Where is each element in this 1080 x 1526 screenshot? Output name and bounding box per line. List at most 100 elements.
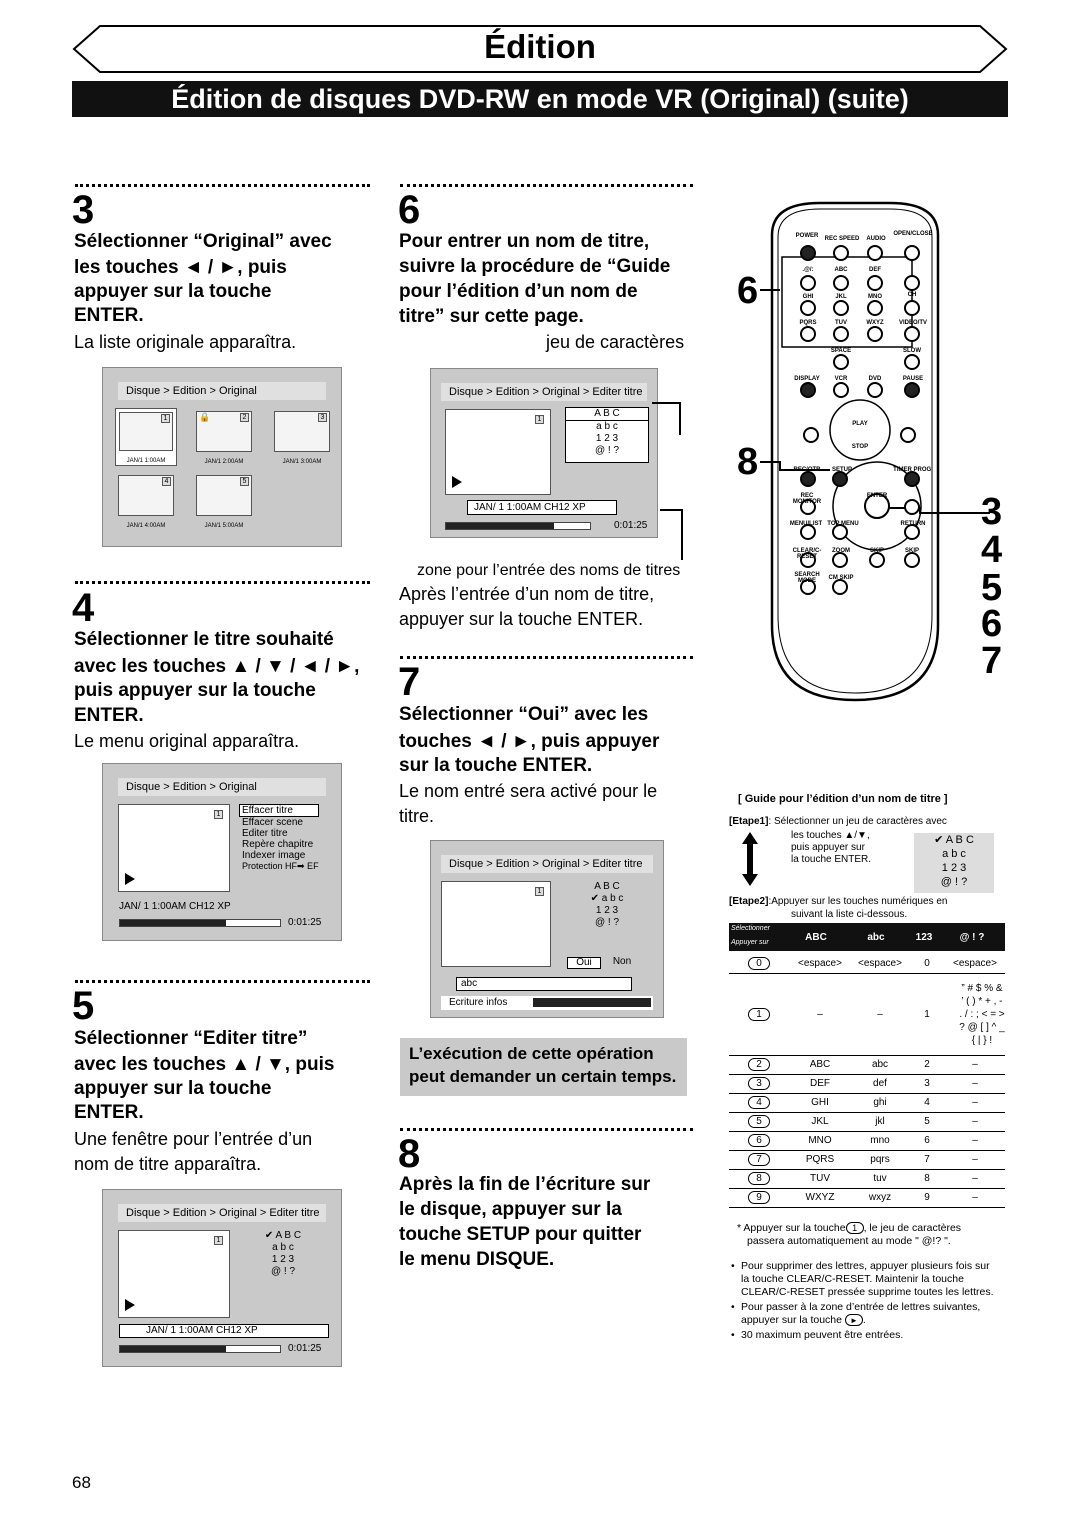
step-heading: pour l’édition d’un nom de — [399, 281, 638, 302]
callout-number: 8 — [737, 441, 759, 483]
remote-label: GHI — [802, 294, 814, 300]
title-banner-shape — [72, 25, 1008, 73]
step-heading: Sélectionner “Editer titre” — [74, 1028, 308, 1049]
remote-label: PQRS — [799, 320, 817, 326]
osd-breadcrumb: Disque > Edition > Original — [118, 778, 326, 796]
step-heading: puis appuyer sur la touche — [74, 680, 316, 701]
step-heading: suivre la procédure de “Guide — [399, 256, 671, 277]
write-progress — [533, 998, 651, 1007]
check-icon: ✔ — [590, 893, 602, 904]
divider — [75, 980, 370, 983]
remote-label: SLOW — [903, 348, 921, 354]
remote-control — [760, 201, 990, 702]
step-heading: le menu DISQUE. — [399, 1249, 555, 1270]
remote-label: DISPLAY — [794, 376, 820, 382]
play-icon — [452, 476, 462, 488]
menu-item[interactable]: Editer titre — [242, 828, 288, 839]
step-number: 4 — [72, 586, 95, 630]
remote-label: RETURN — [900, 521, 926, 527]
original-menu: Effacer titre Effacer scene Editer titre… — [239, 804, 319, 872]
remote-label: REC SPEED — [824, 236, 860, 242]
section-title: Édition — [70, 22, 1010, 76]
guide-table-header: Sélectionner Appuyer sur ABC abc 123 @ !… — [729, 923, 1005, 951]
step-text: Le nom entré sera activé pour le — [399, 781, 658, 801]
step-heading: les touches ◄ / ►, puis — [74, 257, 287, 278]
step-heading: titre” sur cette page. — [399, 306, 584, 327]
remote-label: REC MONITOR — [792, 493, 822, 505]
menu-item[interactable]: Effacer scene — [242, 817, 303, 828]
step-heading: touches ◄ / ►, puis appuyer — [399, 731, 660, 752]
title-info: JAN/ 1 1:00AM CH12 XP — [119, 1324, 329, 1338]
step-heading: Sélectionner le titre souhaité — [74, 629, 334, 650]
osd-breadcrumb: Disque > Edition > Original > Editer tit… — [118, 1204, 326, 1222]
step-heading: Sélectionner “Original” avec — [74, 231, 332, 252]
page-number: 68 — [72, 1473, 91, 1492]
title-entry-zone[interactable]: JAN/ 1 1:00AM CH12 XP — [467, 500, 617, 515]
table-row: 0<espace><espace>0<espace> — [729, 954, 1005, 974]
remote-label: WXYZ — [866, 320, 884, 326]
page-title: Édition — [484, 28, 596, 65]
step-text: Une fenêtre pour l’entrée d’un — [74, 1129, 313, 1149]
write-info: Ecriture infos — [441, 996, 653, 1010]
step-number: 5 — [72, 984, 95, 1028]
step-heading: appuyer sur la touche — [74, 281, 272, 302]
remote-label: STOP — [851, 444, 869, 450]
check-icon: ✔ — [264, 1230, 276, 1241]
step-heading: ENTER. — [74, 705, 144, 726]
step-number: 7 — [398, 660, 421, 704]
time-display: 0:01:25 — [288, 1343, 322, 1354]
menu-item[interactable]: Repère chapitre — [242, 839, 314, 850]
remote-label: PLAY — [852, 421, 868, 427]
osd-breadcrumb: Disque > Edition > Original > Editer tit… — [441, 855, 653, 873]
remote-label: ENTER — [866, 493, 888, 499]
callout-number: 6 — [737, 270, 759, 312]
char-set-label: jeu de caractères — [546, 332, 685, 352]
remote-label: ZOOM — [832, 548, 850, 554]
osd-original-menu: Disque > Edition > Original 1 Effacer ti… — [102, 763, 342, 941]
non-button[interactable]: Non — [612, 956, 632, 967]
title-preview: 1 — [445, 409, 551, 495]
remote-label: CH — [907, 292, 917, 298]
remote-label: JKL — [835, 294, 847, 300]
remote-label: CM SKIP — [828, 575, 854, 581]
step-text: Le menu original apparaîtra. — [74, 731, 300, 751]
progress-bar — [119, 919, 281, 927]
remote-label: SPACE — [830, 348, 852, 354]
osd-breadcrumb: Disque > Edition > Original — [118, 382, 326, 400]
step-text: titre. — [399, 806, 435, 826]
step-heading: Après la fin de l’écriture sur — [399, 1174, 651, 1195]
step-heading: ENTER. — [74, 1102, 144, 1123]
menu-item[interactable]: Effacer titre — [239, 804, 319, 817]
callout-number: 5 — [981, 567, 1003, 609]
menu-item[interactable]: Protection HF➡ EF — [242, 861, 319, 871]
step-heading: le disque, appuyer sur la — [399, 1199, 622, 1220]
step-number: 8 — [398, 1132, 421, 1176]
title-info: JAN/ 1 1:00AM CH12 XP — [119, 901, 231, 912]
character-set-list[interactable]: A B C ✔ a b c 1 2 3@ ! ? — [590, 881, 624, 928]
play-icon — [125, 873, 135, 885]
divider — [75, 184, 370, 187]
menu-item[interactable]: Indexer image — [242, 850, 306, 861]
title-preview: 1 — [118, 1230, 230, 1318]
remote-label: .@/: — [802, 267, 814, 273]
page-subtitle: Édition de disques DVD-RW en mode VR (Or… — [72, 81, 1008, 117]
table-row: 1––1” # $ % & ’ ( ) * + , - . / : ; < = … — [729, 973, 1005, 1056]
entry-zone-label: zone pour l’entrée des noms de titres — [417, 562, 681, 579]
remote-power-label: POWER — [795, 233, 819, 239]
remote-label: MENU/LIST — [789, 521, 823, 527]
oui-button[interactable]: Oui — [567, 957, 601, 969]
step-heading: Sélectionner “Oui” avec les — [399, 704, 649, 725]
check-icon: ✔ — [934, 834, 946, 846]
